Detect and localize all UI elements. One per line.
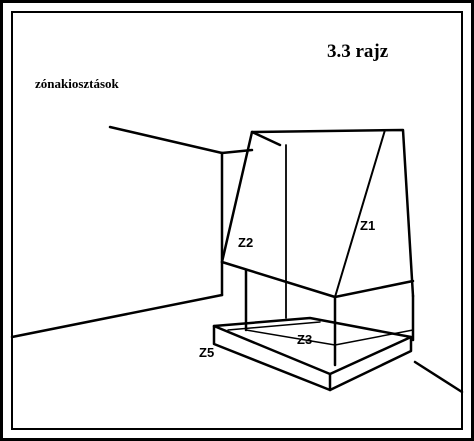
fireplace-drawing xyxy=(212,128,415,392)
room-wall-lines xyxy=(10,125,464,394)
zone-label-z5: Z5 xyxy=(199,345,214,360)
figure-subtitle: zónakiosztások xyxy=(35,76,119,91)
figure-title: 3.3 rajz xyxy=(327,41,389,62)
inner-frame xyxy=(11,11,463,430)
zone-label-z3: Z3 xyxy=(297,332,312,347)
zone-label-z2: Z2 xyxy=(238,235,253,250)
zone-label-z1: Z1 xyxy=(360,218,375,233)
